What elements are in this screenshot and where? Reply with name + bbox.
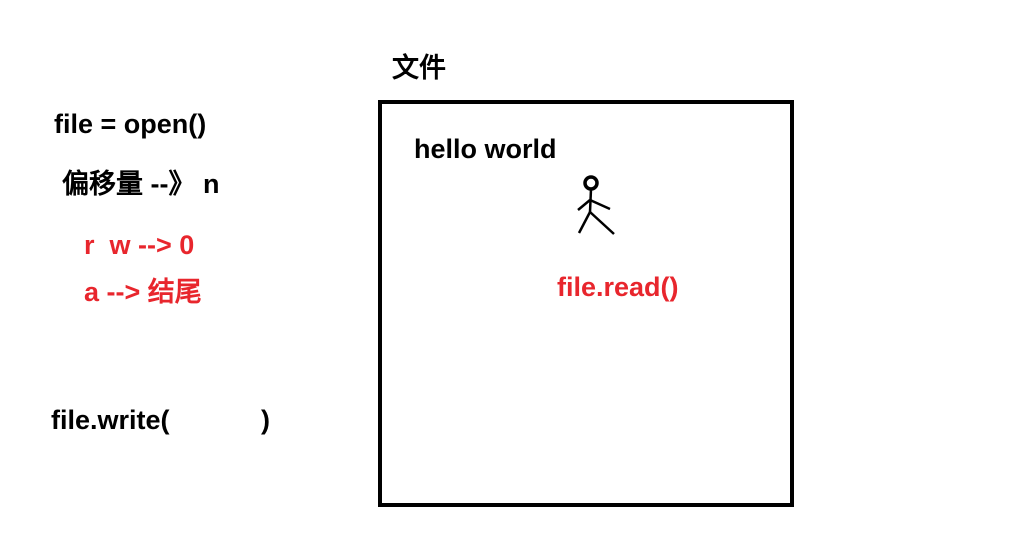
read-call-label: file.read() <box>557 272 679 302</box>
stick-figure-icon <box>577 175 615 235</box>
write-call-close-paren: ) <box>261 405 270 435</box>
file-box <box>378 100 794 507</box>
open-call-label: file = open() <box>54 109 207 139</box>
offset-label: 偏移量 --》 n <box>62 169 220 199</box>
stick-figure-arm-left <box>577 199 591 211</box>
stick-figure-leg-right <box>589 211 615 235</box>
write-call-label: file.write( <box>51 405 170 435</box>
stick-figure-head <box>583 175 599 191</box>
file-content-text: hello world <box>414 134 557 164</box>
file-title: 文件 <box>392 53 446 83</box>
mode-a-label: a --> 结尾 <box>84 277 202 307</box>
mode-rw-label: r w --> 0 <box>84 230 195 260</box>
stick-figure-arm-right <box>589 198 611 211</box>
stick-figure-leg-left <box>577 211 592 234</box>
